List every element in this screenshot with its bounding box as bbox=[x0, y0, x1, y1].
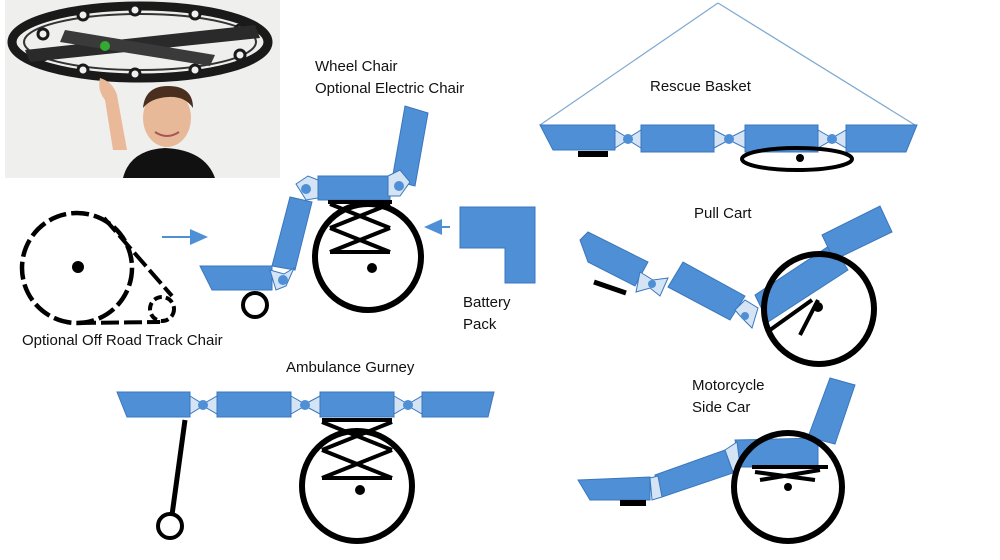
cart-segments bbox=[579, 205, 893, 323]
gurney-caster-wheel bbox=[156, 512, 184, 540]
label-ambulance-gurney: Ambulance Gurney bbox=[286, 359, 415, 376]
basket-wheel bbox=[740, 146, 854, 172]
sidecar-battery-block bbox=[620, 500, 646, 506]
label-battery: Battery bbox=[463, 294, 511, 311]
chair-scissor-lift bbox=[328, 200, 392, 254]
label-optional-electric-chair: Optional Electric Chair bbox=[315, 80, 465, 97]
cart-wheel bbox=[761, 251, 877, 367]
photo-man-holding-folding-wheel bbox=[5, 0, 280, 178]
folding-wheel-photo-illustration bbox=[5, 0, 280, 178]
gurney-leg bbox=[169, 419, 188, 516]
pull-cart-configuration bbox=[579, 205, 893, 367]
cart-battery-block bbox=[593, 279, 627, 296]
label-pull-cart: Pull Cart bbox=[694, 205, 752, 222]
gurney-scissor-lift bbox=[321, 418, 393, 480]
basket-rope-left bbox=[539, 2, 719, 126]
off-road-track-chair-configuration bbox=[19, 210, 176, 326]
gurney-wheel bbox=[299, 428, 415, 544]
rescue-basket-configuration bbox=[539, 2, 918, 172]
track-small-wheel bbox=[148, 295, 176, 323]
basket-rope-right bbox=[717, 2, 916, 126]
label-wheel-chair: Wheel Chair bbox=[315, 58, 398, 75]
label-off-road-track-chair: Optional Off Road Track Chair bbox=[22, 332, 223, 349]
track-belt-top bbox=[102, 216, 174, 298]
track-belt-bottom bbox=[77, 320, 161, 325]
sidecar-wheel bbox=[731, 430, 845, 544]
motorcycle-side-car-configuration bbox=[577, 377, 856, 544]
basket-battery-block bbox=[578, 151, 608, 157]
label-side-car: Side Car bbox=[692, 399, 751, 416]
battery-pack-shape bbox=[459, 206, 536, 284]
label-pack: Pack bbox=[463, 316, 497, 333]
wheel-chair-configuration bbox=[199, 105, 429, 319]
label-rescue-basket: Rescue Basket bbox=[650, 78, 751, 95]
chair-caster-wheel bbox=[241, 291, 269, 319]
ambulance-gurney-configuration bbox=[116, 391, 495, 544]
track-main-wheel bbox=[19, 210, 135, 326]
label-motorcycle: Motorcycle bbox=[692, 377, 765, 394]
